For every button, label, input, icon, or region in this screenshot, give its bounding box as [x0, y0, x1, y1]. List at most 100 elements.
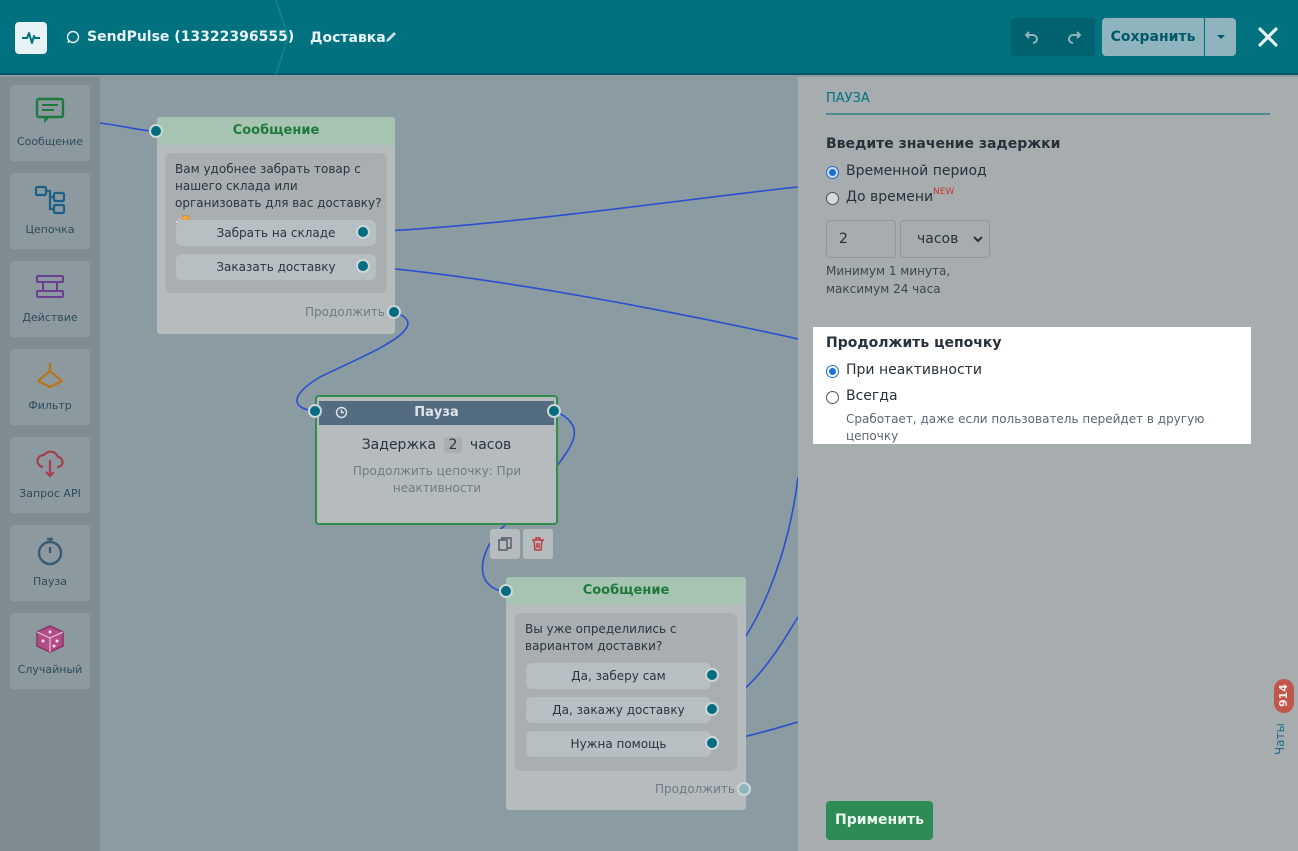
caret-down-icon — [1216, 35, 1225, 39]
continue-heading: Продолжить цепочку — [826, 335, 1002, 351]
chats-count-badge: 914 — [1274, 679, 1294, 713]
node-message-text: Вам удобнее забрать товар с нашего склад… — [175, 162, 382, 227]
close-icon[interactable] — [1257, 26, 1279, 48]
tool-chain[interactable]: Цепочка — [10, 173, 90, 249]
tool-random[interactable]: Случайный — [10, 613, 90, 689]
message-node[interactable]: Сообщение Вам удобнее забрать товар с на… — [157, 117, 395, 334]
tool-label: Действие — [22, 311, 78, 324]
delay-value: 2 — [443, 437, 463, 453]
continue-port[interactable] — [737, 782, 751, 796]
chats-label: Чаты — [1273, 723, 1287, 756]
radio-inactive[interactable] — [826, 365, 839, 378]
redo-icon — [1068, 31, 1082, 44]
node-title: Пауза — [319, 401, 554, 425]
continue-label: Продолжить — [655, 782, 735, 796]
delay-line: Задержка 2 часов — [317, 437, 556, 453]
message-icon — [35, 97, 65, 123]
undo-icon — [1024, 31, 1038, 44]
continue-chain-text: Продолжить цепочку: При неактивности — [352, 464, 522, 495]
logo-icon[interactable] — [15, 22, 47, 54]
element-toolbar: Сообщение Цепочка Действие Фильтр Запрос… — [0, 77, 100, 851]
message-node[interactable]: Сообщение Вы уже определились с варианто… — [506, 577, 746, 810]
delay-value-input[interactable]: 2 — [826, 220, 896, 258]
continue-chain-section: Продолжить цепочку При неактивности Всег… — [813, 327, 1251, 444]
output-port[interactable] — [705, 668, 719, 682]
radio-time-period-label[interactable]: Временной период — [846, 163, 987, 179]
output-port[interactable] — [547, 404, 561, 418]
chain-icon — [34, 185, 66, 215]
tool-message[interactable]: Сообщение — [10, 85, 90, 161]
save-button[interactable]: Сохранить — [1102, 18, 1204, 56]
filter-icon — [37, 363, 63, 389]
app-title: SendPulse (13322396555) — [87, 29, 295, 45]
delay-prefix: Задержка — [361, 437, 437, 453]
dice-icon — [36, 625, 64, 653]
top-bar: SendPulse (13322396555) Доставка Сохрани… — [0, 0, 1298, 75]
input-port[interactable] — [308, 404, 322, 418]
clock-icon — [335, 406, 348, 419]
radio-time-period[interactable] — [826, 166, 839, 179]
output-port[interactable] — [705, 736, 719, 750]
node-button[interactable]: Забрать на складе — [176, 220, 376, 246]
delay-unit: часов — [469, 437, 512, 453]
apply-button[interactable]: Применить — [826, 801, 933, 840]
tool-action[interactable]: Действие — [10, 261, 90, 337]
radio-always[interactable] — [826, 391, 839, 404]
output-port[interactable] — [356, 259, 370, 273]
api-icon — [36, 450, 64, 478]
panel-divider — [826, 113, 1270, 115]
tool-label: Пауза — [32, 575, 68, 588]
tool-label: Сообщение — [16, 135, 84, 148]
always-hint: Сработает, даже если пользователь перейд… — [846, 412, 1205, 443]
tool-label: Фильтр — [28, 399, 72, 412]
tool-label: Цепочка — [25, 223, 75, 236]
copy-button[interactable] — [490, 529, 520, 559]
input-port[interactable] — [499, 584, 513, 598]
node-title: Сообщение — [506, 577, 746, 605]
pause-node[interactable]: Пауза Задержка 2 часов Продолжить цепочк… — [315, 395, 558, 525]
breadcrumb-separator — [275, 0, 289, 75]
node-button[interactable]: Да, закажу доставку — [526, 697, 711, 723]
delay-hint-line1: Минимум 1 минута, — [826, 264, 951, 278]
radio-until-time[interactable] — [826, 192, 839, 205]
whatsapp-icon — [66, 30, 80, 44]
stopwatch-icon — [37, 537, 63, 566]
action-icon — [36, 275, 64, 298]
pause-title: Пауза — [414, 405, 459, 420]
unit-selected: часов — [917, 231, 959, 247]
node-button[interactable]: Нужна помощь — [526, 731, 711, 757]
continue-label: Продолжить — [305, 305, 385, 319]
output-port[interactable] — [356, 225, 370, 239]
delete-button[interactable] — [523, 529, 553, 559]
node-title: Сообщение — [157, 117, 395, 145]
tool-pause[interactable]: Пауза — [10, 525, 90, 601]
new-badge: NEW — [933, 187, 955, 197]
tool-label: Случайный — [17, 663, 83, 676]
chevron-down-icon — [973, 236, 983, 243]
input-port[interactable] — [149, 124, 163, 138]
save-dropdown-button[interactable] — [1205, 18, 1236, 56]
flow-canvas[interactable]: Сообщение Вам удобнее забрать товар с на… — [100, 77, 798, 851]
output-port[interactable] — [705, 702, 719, 716]
node-button[interactable]: Да, заберу сам — [526, 663, 711, 689]
panel-title: ПАУЗА — [826, 91, 870, 106]
delay-hint-line2: максимум 24 часа — [826, 282, 941, 296]
tool-filter[interactable]: Фильтр — [10, 349, 90, 425]
radio-until-time-label[interactable]: До времени — [846, 189, 934, 205]
pause-settings-panel: ПАУЗА Введите значение задержки Временно… — [798, 77, 1298, 851]
continue-port[interactable] — [387, 305, 401, 319]
delay-heading: Введите значение задержки — [826, 136, 1061, 152]
node-button[interactable]: Заказать доставку — [176, 254, 376, 280]
flow-title[interactable]: Доставка — [310, 30, 386, 46]
chats-tab[interactable]: 914 Чаты — [1265, 667, 1298, 771]
pencil-icon[interactable] — [384, 30, 398, 44]
node-message-text: Вы уже определились с вариантом доставки… — [525, 622, 677, 653]
tool-label: Запрос API — [19, 487, 81, 500]
radio-inactive-label[interactable]: При неактивности — [846, 362, 982, 378]
undo-button[interactable] — [1011, 18, 1053, 56]
delay-unit-select[interactable]: часов — [900, 220, 990, 258]
radio-always-label[interactable]: Всегда — [846, 388, 898, 404]
tool-api-request[interactable]: Запрос API — [10, 437, 90, 513]
copy-icon — [498, 537, 512, 551]
redo-button[interactable] — [1053, 18, 1095, 56]
